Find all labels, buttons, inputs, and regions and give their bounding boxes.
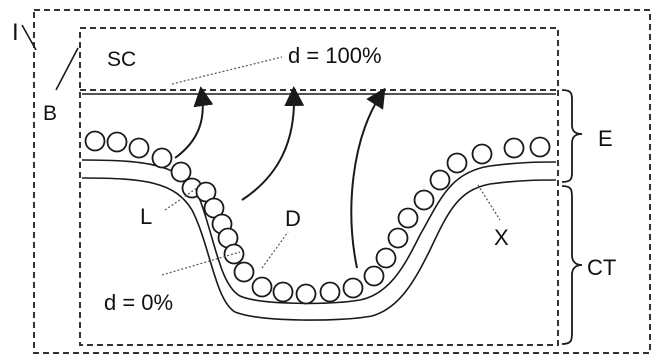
cell-circle xyxy=(413,189,435,211)
leader-b xyxy=(55,47,79,91)
cell-circle xyxy=(251,276,273,298)
label-l: L xyxy=(140,204,152,229)
cell-circle xyxy=(106,131,128,153)
brace-e xyxy=(561,89,583,183)
label-e: E xyxy=(598,126,613,151)
inner-region-box xyxy=(79,27,559,346)
leader-d xyxy=(261,231,289,269)
label-depth-bottom: d = 0% xyxy=(104,290,173,315)
cell-circle xyxy=(363,265,385,287)
label-ct: CT xyxy=(587,255,616,280)
brace-ct xyxy=(561,185,583,345)
basal-cells xyxy=(84,130,551,305)
cell-circle xyxy=(429,169,451,191)
leader-depth-bottom xyxy=(161,251,241,276)
cell-circle xyxy=(295,283,317,305)
cell-circle xyxy=(84,130,106,152)
cell-circle xyxy=(529,136,551,158)
cell-circle xyxy=(128,137,150,159)
leader-i xyxy=(21,24,37,51)
label-fig: I xyxy=(12,19,19,46)
cell-circle xyxy=(151,147,173,169)
cell-circle xyxy=(446,152,468,174)
arrow-2 xyxy=(241,86,305,201)
label-depth-top: d = 100% xyxy=(288,43,382,68)
arrow-1 xyxy=(174,86,214,159)
cell-circle xyxy=(170,161,192,183)
arrow-3 xyxy=(350,87,386,269)
label-d: D xyxy=(285,206,301,231)
leader-x xyxy=(477,184,501,221)
label-b: B xyxy=(43,102,57,125)
cell-circle xyxy=(503,137,525,159)
cell-circle xyxy=(223,243,245,265)
basal-curve-upper xyxy=(81,159,557,305)
cell-circle xyxy=(397,207,419,229)
basal-curve-lower xyxy=(81,177,557,321)
cell-circle xyxy=(233,261,255,283)
cell-circle xyxy=(272,281,294,303)
leader-depth-top xyxy=(171,56,283,85)
cell-circle xyxy=(471,143,493,165)
label-x: X xyxy=(494,225,509,250)
cell-circle xyxy=(342,277,364,299)
leader-l xyxy=(164,185,201,211)
label-sc: SC xyxy=(107,48,136,71)
cell-circle xyxy=(375,247,397,269)
cell-circle xyxy=(387,227,409,249)
cell-circle xyxy=(319,281,341,303)
